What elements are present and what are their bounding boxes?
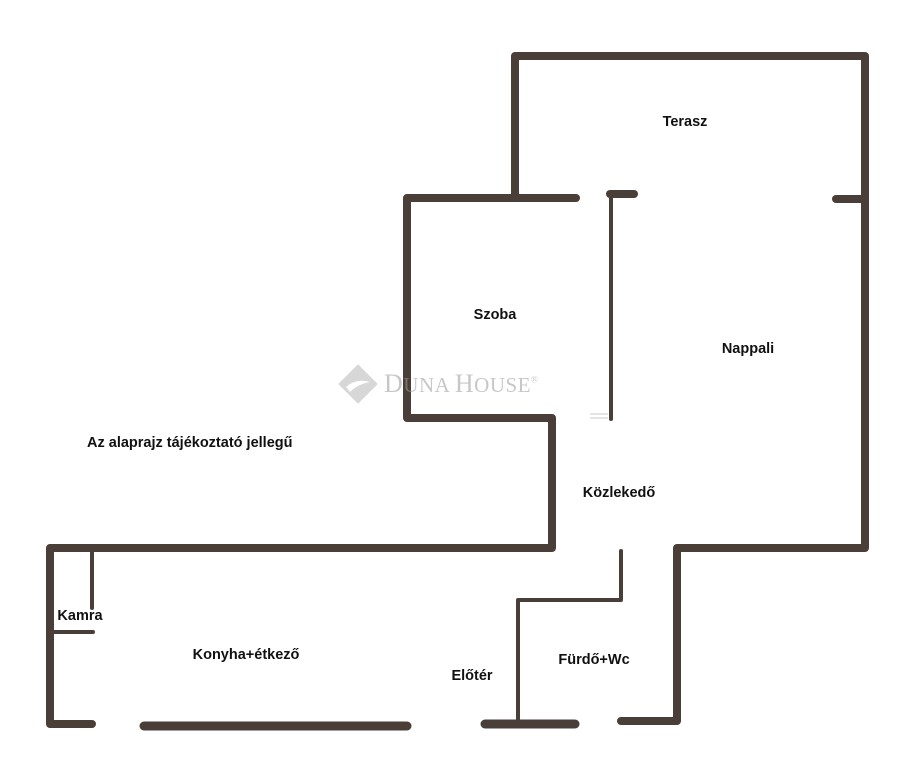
- room-label-kozlekedo: Közlekedő: [582, 485, 656, 501]
- room-label-kamra: Kamra: [57, 608, 103, 624]
- disclaimer-text: Az alaprajz tájékoztató jellegű: [87, 435, 293, 451]
- room-label-terasz: Terasz: [662, 114, 708, 130]
- room-label-szoba: Szoba: [473, 307, 517, 323]
- room-label-eloter: Előtér: [451, 668, 493, 684]
- room-label-nappali: Nappali: [721, 341, 775, 357]
- wall-bathroom-partition: [516, 549, 623, 726]
- duna-house-logo-icon: [338, 364, 378, 404]
- room-label-konyha: Konyha+étkező: [192, 647, 300, 663]
- wall-terrace-outer: [511, 52, 869, 725]
- watermark-text: DUNA HOUSE®: [384, 369, 539, 398]
- wall-szoba-top: [46, 194, 580, 728]
- watermark: DUNA HOUSE®: [336, 362, 538, 406]
- room-label-furdo: Fürdő+Wc: [558, 652, 630, 668]
